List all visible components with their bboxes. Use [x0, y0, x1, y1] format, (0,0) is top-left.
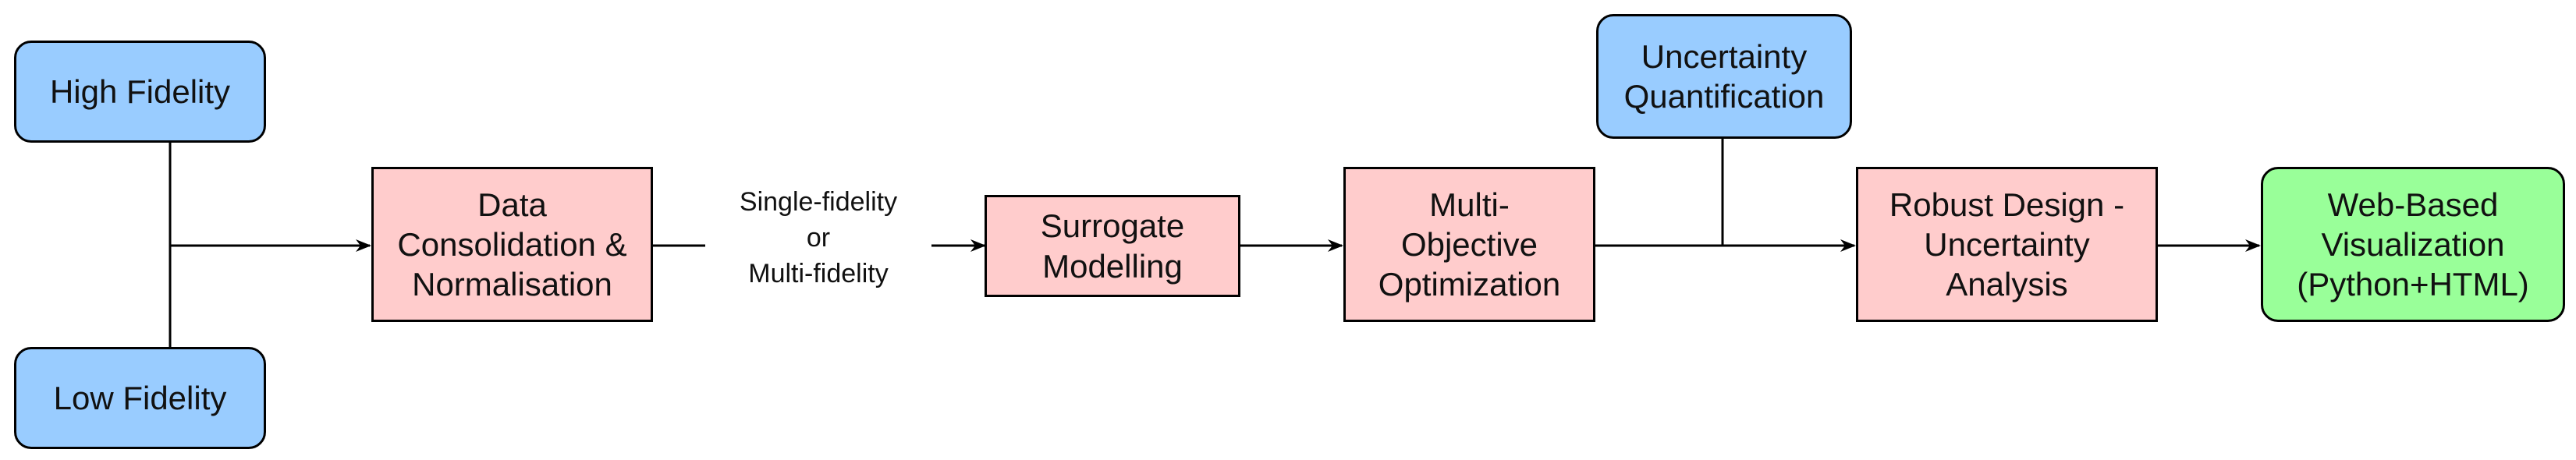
- node-multi-objective-optimization: Multi- Objective Optimization: [1343, 167, 1595, 322]
- edge-label-fidelity-choice: Single-fidelity or Multi-fidelity: [705, 185, 931, 292]
- node-data-consolidation: Data Consolidation & Normalisation: [371, 167, 653, 322]
- node-uncertainty-quantification: Uncertainty Quantification: [1596, 14, 1852, 139]
- node-high-fidelity: High Fidelity: [14, 41, 266, 143]
- node-low-fidelity: Low Fidelity: [14, 347, 266, 449]
- node-web-visualization: Web-Based Visualization (Python+HTML): [2261, 167, 2565, 322]
- node-surrogate-modelling: Surrogate Modelling: [985, 195, 1240, 297]
- node-robust-design: Robust Design - Uncertainty Analysis: [1856, 167, 2158, 322]
